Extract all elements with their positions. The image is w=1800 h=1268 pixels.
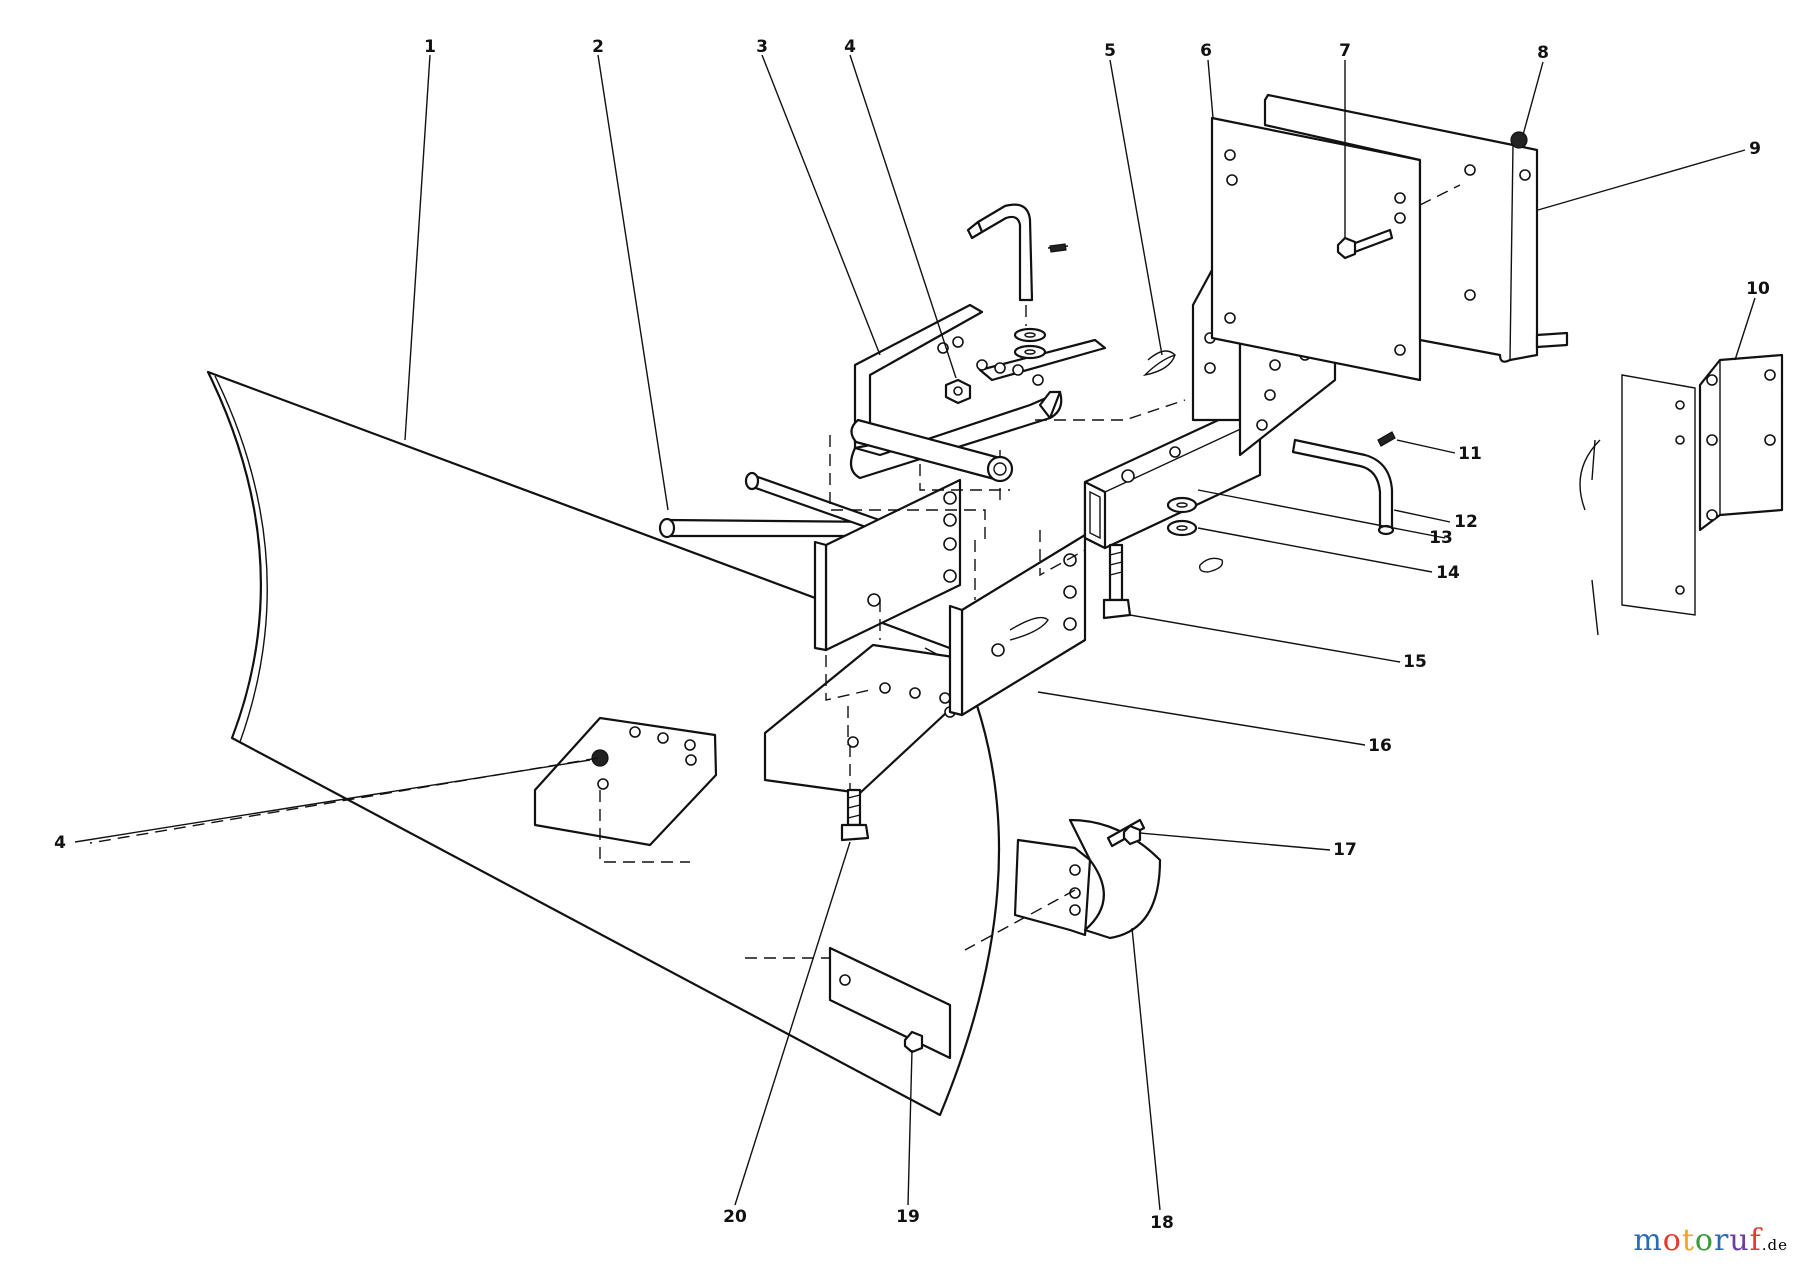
watermark-text: motoruf	[1633, 1223, 1761, 1258]
leader-lines	[74, 54, 1756, 1211]
left-blade-mount-plate	[89, 716, 718, 863]
watermark-letter: r	[1713, 1223, 1730, 1258]
callout-9: 9	[1749, 139, 1761, 159]
swivel-tube	[850, 418, 1014, 483]
bolt-20	[840, 745, 870, 842]
skid-shoe-18	[964, 818, 1162, 951]
callout-labels: 1 2 3 4 5 6 7 8 9 10 11 12 13 14 15 16 4…	[54, 37, 1770, 1233]
hex-nut-4	[944, 378, 972, 405]
hitch-tube	[1035, 399, 1262, 550]
callout-20: 20	[723, 1207, 747, 1227]
callout-19: 19	[896, 1207, 920, 1227]
hinge-pin-2	[658, 471, 888, 539]
callout-10: 10	[1746, 279, 1770, 299]
callout-4-top: 4	[844, 37, 856, 57]
watermark-letter: t	[1681, 1223, 1695, 1258]
watermark-logo: motoruf.de	[1633, 1223, 1788, 1258]
ghost-plate	[1579, 374, 1696, 636]
callout-1: 1	[424, 37, 436, 57]
mount-bracket-9	[1263, 93, 1569, 363]
watermark-letter: f	[1749, 1223, 1762, 1258]
side-bracket-10	[1698, 353, 1784, 532]
callout-11: 11	[1458, 444, 1482, 464]
callout-18: 18	[1150, 1213, 1174, 1233]
lower-mount-block	[745, 946, 952, 1060]
watermark-letter: o	[1694, 1223, 1714, 1258]
callout-2: 2	[592, 37, 604, 57]
callout-6: 6	[1200, 41, 1212, 61]
callout-7: 7	[1339, 41, 1351, 61]
frame-plate-6	[1210, 116, 1422, 382]
watermark-letter: o	[1662, 1223, 1682, 1258]
callout-16: 16	[1368, 736, 1392, 756]
callout-5: 5	[1104, 41, 1116, 61]
bolt-15	[1102, 543, 1132, 620]
watermark-suffix: .de	[1761, 1236, 1788, 1254]
bracket-right-plate	[948, 530, 1087, 717]
callout-4-left: 4	[54, 833, 66, 853]
callout-8: 8	[1537, 43, 1549, 63]
callout-14: 14	[1436, 563, 1460, 583]
hair-pin-5	[1142, 350, 1176, 377]
callout-3: 3	[756, 37, 768, 57]
bracket-left-plate	[813, 478, 962, 701]
callout-15: 15	[1403, 652, 1427, 672]
washers-13-14	[1166, 496, 1224, 573]
watermark-letter: m	[1633, 1223, 1663, 1258]
callout-12: 12	[1454, 512, 1478, 532]
callout-17: 17	[1333, 840, 1357, 860]
watermark-letter: u	[1729, 1223, 1750, 1258]
lock-pin-l	[966, 203, 1069, 360]
callout-13: 13	[1429, 528, 1453, 548]
